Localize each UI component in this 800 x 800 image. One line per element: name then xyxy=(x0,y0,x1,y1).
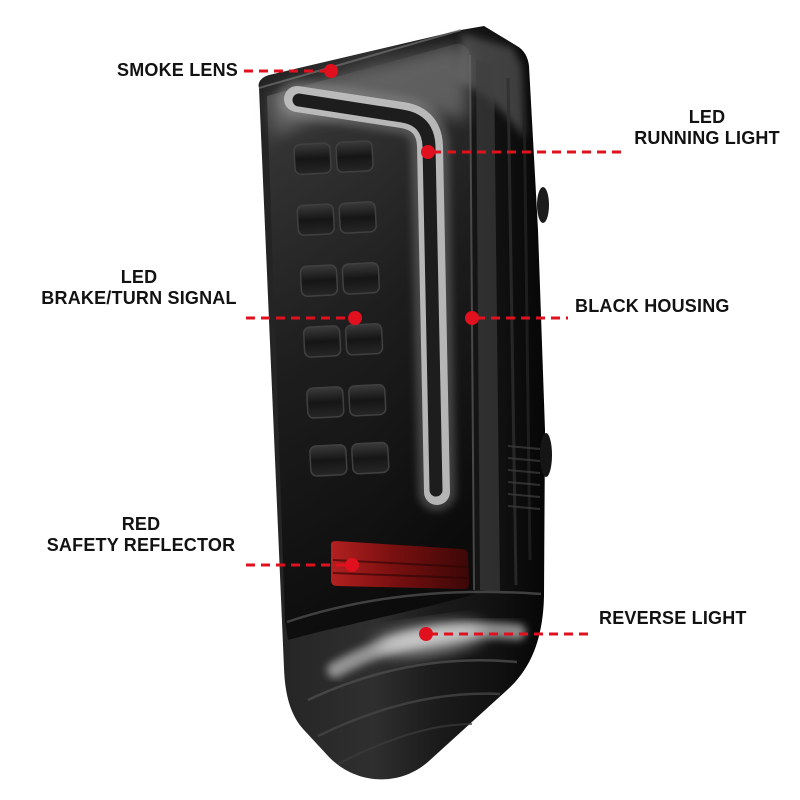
callout-label-smoke-lens: SMOKE LENS xyxy=(56,60,238,81)
reverse-section-divider xyxy=(286,590,542,624)
callout-label-red-safety-reflector: RED SAFETY REFLECTOR xyxy=(36,514,246,556)
callout-dots xyxy=(324,64,479,641)
callout-label-led-running-light: LED RUNNING LIGHT xyxy=(622,107,792,149)
callout-lines xyxy=(244,69,622,636)
label-line: RED xyxy=(121,514,161,534)
mount-tab-upper xyxy=(537,187,549,223)
label-line: SAFETY REFLECTOR xyxy=(46,535,236,555)
label-line: BRAKE/TURN SIGNAL xyxy=(41,288,237,308)
callout-label-led-brake-turn-signal: LED BRAKE/TURN SIGNAL xyxy=(36,267,242,309)
side-seam-1 xyxy=(506,77,518,586)
led-emitter-array xyxy=(293,140,390,477)
label-line: REVERSE LIGHT xyxy=(599,608,747,628)
callout-dot-smoke-lens xyxy=(324,64,338,78)
top-edge-highlight xyxy=(258,29,462,89)
callout-label-black-housing: BLACK HOUSING xyxy=(575,296,750,317)
side-reflector-grooves xyxy=(507,445,541,510)
label-line: BLACK HOUSING xyxy=(575,296,730,316)
label-line: LED xyxy=(120,267,158,287)
label-line: SMOKE LENS xyxy=(116,60,238,80)
label-line: LED xyxy=(688,107,726,127)
label-line: RUNNING LIGHT xyxy=(634,128,780,148)
callout-dot-brake-turn xyxy=(348,311,362,325)
rib-line-3 xyxy=(337,723,473,765)
rib-line-2 xyxy=(317,692,501,738)
callout-label-reverse-light: REVERSE LIGHT xyxy=(599,608,774,629)
mount-tab-lower xyxy=(540,433,552,477)
side-seam-2 xyxy=(522,94,532,561)
side-band xyxy=(476,60,500,592)
callout-dot-safety-reflector xyxy=(345,558,359,572)
callout-dot-black-housing xyxy=(465,311,479,325)
callout-dot-running-light xyxy=(421,145,435,159)
rib-line-1 xyxy=(307,659,518,702)
callout-dot-reverse-light xyxy=(419,627,433,641)
